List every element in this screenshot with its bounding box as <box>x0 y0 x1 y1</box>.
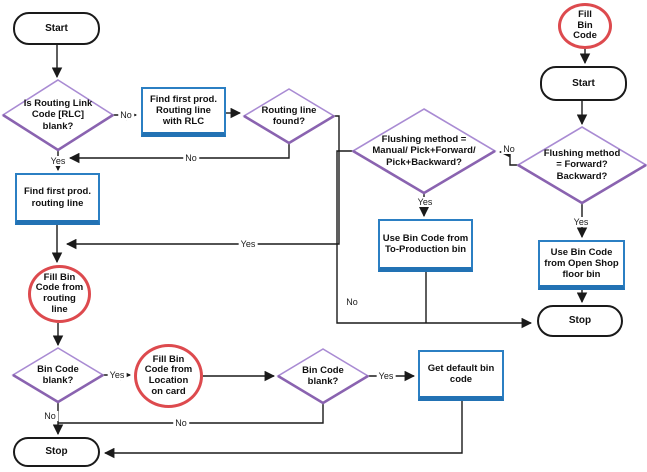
decision-is-rlc-blank-shadow <box>2 113 114 152</box>
connector-fill-bin-code-entry: Fill Bin Code <box>558 3 612 49</box>
edge-label-forward-yes: Yes <box>571 217 591 227</box>
decision-is-rlc-blank-shape <box>1 79 115 151</box>
process-use-to-production-bin: Use Bin Code from To-Production bin <box>378 219 473 272</box>
edge-label-manual-yes: Yes <box>415 197 435 207</box>
edge-label-bin2-no: No <box>173 418 189 428</box>
decision-shape-group <box>1 79 647 405</box>
edge-label-bin2-yes: Yes <box>376 371 396 381</box>
edge-label-manual-no: No <box>346 297 358 307</box>
edge-label-forward-no: No <box>501 144 517 154</box>
connector-fill-bin-from-routing: Fill Bin Code from routing line <box>28 265 91 323</box>
terminator-start-right: Start <box>540 66 627 101</box>
edge-label-rlc-no: No <box>118 110 134 120</box>
connector-fill-bin-from-location: Fill Bin Code from Location on card <box>134 344 203 408</box>
terminator-start-left: Start <box>13 12 100 45</box>
decision-routing-found-shadow <box>243 114 335 145</box>
edge-binblank2-no <box>58 403 324 424</box>
decision-bin-blank-1-shape <box>11 347 105 403</box>
edge-label-rlc-yes: Yes <box>48 156 68 166</box>
decision-routing-found-shape <box>242 88 336 144</box>
terminator-stop-right: Stop <box>537 305 623 337</box>
process-find-first-prod: Find first prod. routing line <box>15 173 100 225</box>
process-get-default-bin: Get default bin code <box>418 350 504 401</box>
edge-default-to-stop <box>103 401 463 459</box>
terminator-stop-left: Stop <box>13 437 100 467</box>
decision-forward-shadow <box>517 163 647 205</box>
decision-manual-shadow <box>352 149 496 195</box>
edge-found-no <box>68 143 290 164</box>
process-find-prod-with-rlc: Find first prod. Routing line with RLC <box>141 87 226 137</box>
edge-manual-no-to-stop2 <box>336 150 533 329</box>
process-use-open-shop-bin: Use Bin Code from Open Shop floor bin <box>538 240 625 290</box>
edge-label-routing-yes: Yes <box>238 239 258 249</box>
decision-forward-shape <box>516 126 647 204</box>
decision-bin-blank-1-shadow <box>12 373 104 404</box>
edge-found-yes <box>65 115 340 250</box>
edge-label-bin1-yes: Yes <box>107 370 127 380</box>
edge-label-routing-no: No <box>183 153 199 163</box>
decision-bin-blank-2-shadow <box>277 374 369 405</box>
edge-group <box>51 45 591 459</box>
decision-bin-blank-2-shape <box>276 348 370 404</box>
decision-manual-shape <box>351 108 497 194</box>
edge-label-bin1-no: No <box>42 411 58 421</box>
